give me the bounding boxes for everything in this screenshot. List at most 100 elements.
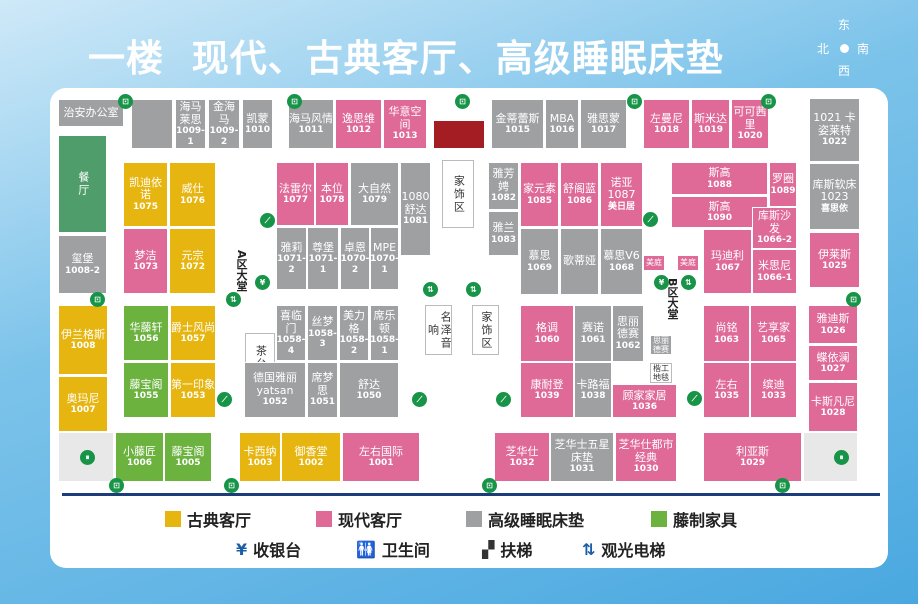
store-name: 左右国际 bbox=[359, 444, 403, 458]
store-unit-18[interactable]: 餐厅 bbox=[58, 135, 107, 233]
elevator-icon: ⇅ bbox=[466, 282, 481, 297]
store-unit-69[interactable]: 楷工地毯 bbox=[650, 363, 672, 383]
store-unit-1[interactable] bbox=[131, 99, 173, 149]
store-unit-53[interactable]: 家饰区 bbox=[472, 305, 499, 355]
compass-west: 西 bbox=[838, 64, 851, 78]
escalator-icon: ⟋ bbox=[643, 212, 658, 227]
store-unit-80[interactable]: 美庭 bbox=[677, 255, 699, 271]
store-unit-0[interactable]: 治安办公室 bbox=[58, 99, 124, 127]
store-unit-79[interactable]: 美庭 bbox=[643, 255, 665, 271]
store-unit-8[interactable] bbox=[433, 120, 485, 149]
store-name: 雅思蒙 bbox=[587, 111, 620, 125]
store-unit-89[interactable] bbox=[803, 432, 858, 482]
store-name: 可可茜里 bbox=[733, 105, 767, 131]
store-code: 1058-4 bbox=[276, 335, 306, 356]
store-code: 1013 bbox=[392, 131, 418, 142]
modern-swatch bbox=[316, 511, 332, 527]
store-unit-68[interactable]: 思丽德赛 bbox=[650, 335, 672, 355]
store-name: 卡西纳 bbox=[243, 444, 277, 458]
store-code: 1068 bbox=[608, 262, 635, 273]
store-unit-60[interactable]: 歌蒂娅 bbox=[560, 228, 599, 295]
store-unit-52[interactable]: 名泽音响 bbox=[425, 305, 452, 355]
store-unit-51[interactable]: 家饰区 bbox=[442, 160, 474, 228]
